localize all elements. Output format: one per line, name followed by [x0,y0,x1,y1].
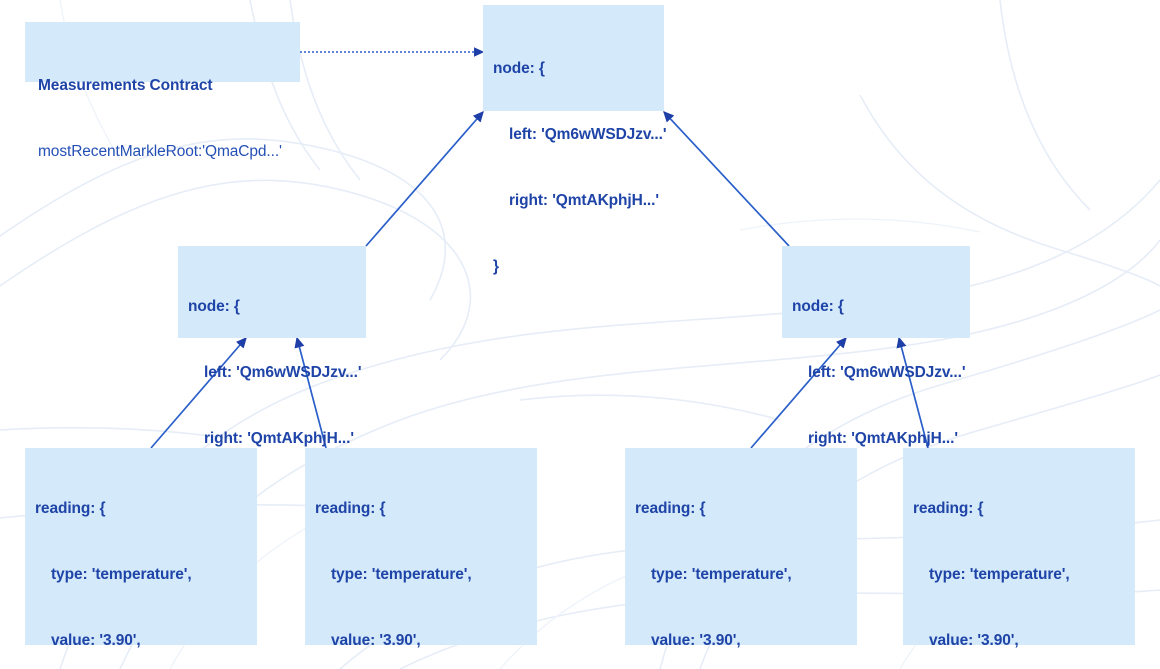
node-line-close: } [493,258,499,275]
root-node-box[interactable]: node: { left: 'Qm6wWSDJzv...' right: 'Qm… [483,5,667,275]
reading-line-type: type: 'temperature', [51,566,192,583]
reading-box-3[interactable]: reading: { type: 'temperature', value: '… [625,448,857,649]
reading-line-type: type: 'temperature', [929,566,1070,583]
reading-line-value: value: '3.90', [651,632,741,649]
reading-line-open: reading: { [635,500,706,517]
node-line-left: left: 'Qm6wWSDJzv...' [204,364,362,381]
reading-line-open: reading: { [35,500,106,517]
reading-line-type: type: 'temperature', [651,566,792,583]
reading-box-1[interactable]: reading: { type: 'temperature', value: '… [25,448,257,649]
reading-box-2[interactable]: reading: { type: 'temperature', value: '… [305,448,537,649]
node-line-left: left: 'Qm6wWSDJzv...' [509,126,667,143]
reading-line-open: reading: { [913,500,984,517]
edge-left-node-to-root [365,110,484,247]
contract-root-field: mostRecentMarkleRoot:'QmaCpd...' [38,143,282,160]
node-line-open: node: { [792,298,844,315]
right-node-box[interactable]: node: { left: 'Qm6wWSDJzv...' right: 'Qm… [782,246,970,513]
left-node-box[interactable]: node: { left: 'Qm6wWSDJzv...' right: 'Qm… [178,246,366,513]
edge-right-node-to-root [663,111,790,247]
node-line-right: right: 'QmtAKphjH...' [808,430,958,447]
reading-line-value: value: '3.90', [331,632,421,649]
node-line-open: node: { [493,60,545,77]
node-line-right: right: 'QmtAKphjH...' [509,192,659,209]
measurements-contract-box[interactable]: Measurements Contract mostRecentMarkleRo… [25,22,300,160]
reading-line-value: value: '3.90', [51,632,141,649]
reading-line-type: type: 'temperature', [331,566,472,583]
reading-box-4[interactable]: reading: { type: 'temperature', value: '… [903,448,1135,649]
reading-line-open: reading: { [315,500,386,517]
node-line-right: right: 'QmtAKphjH...' [204,430,354,447]
contract-title: Measurements Contract [38,77,213,94]
node-line-left: left: 'Qm6wWSDJzv...' [808,364,966,381]
node-line-open: node: { [188,298,240,315]
reading-line-value: value: '3.90', [929,632,1019,649]
